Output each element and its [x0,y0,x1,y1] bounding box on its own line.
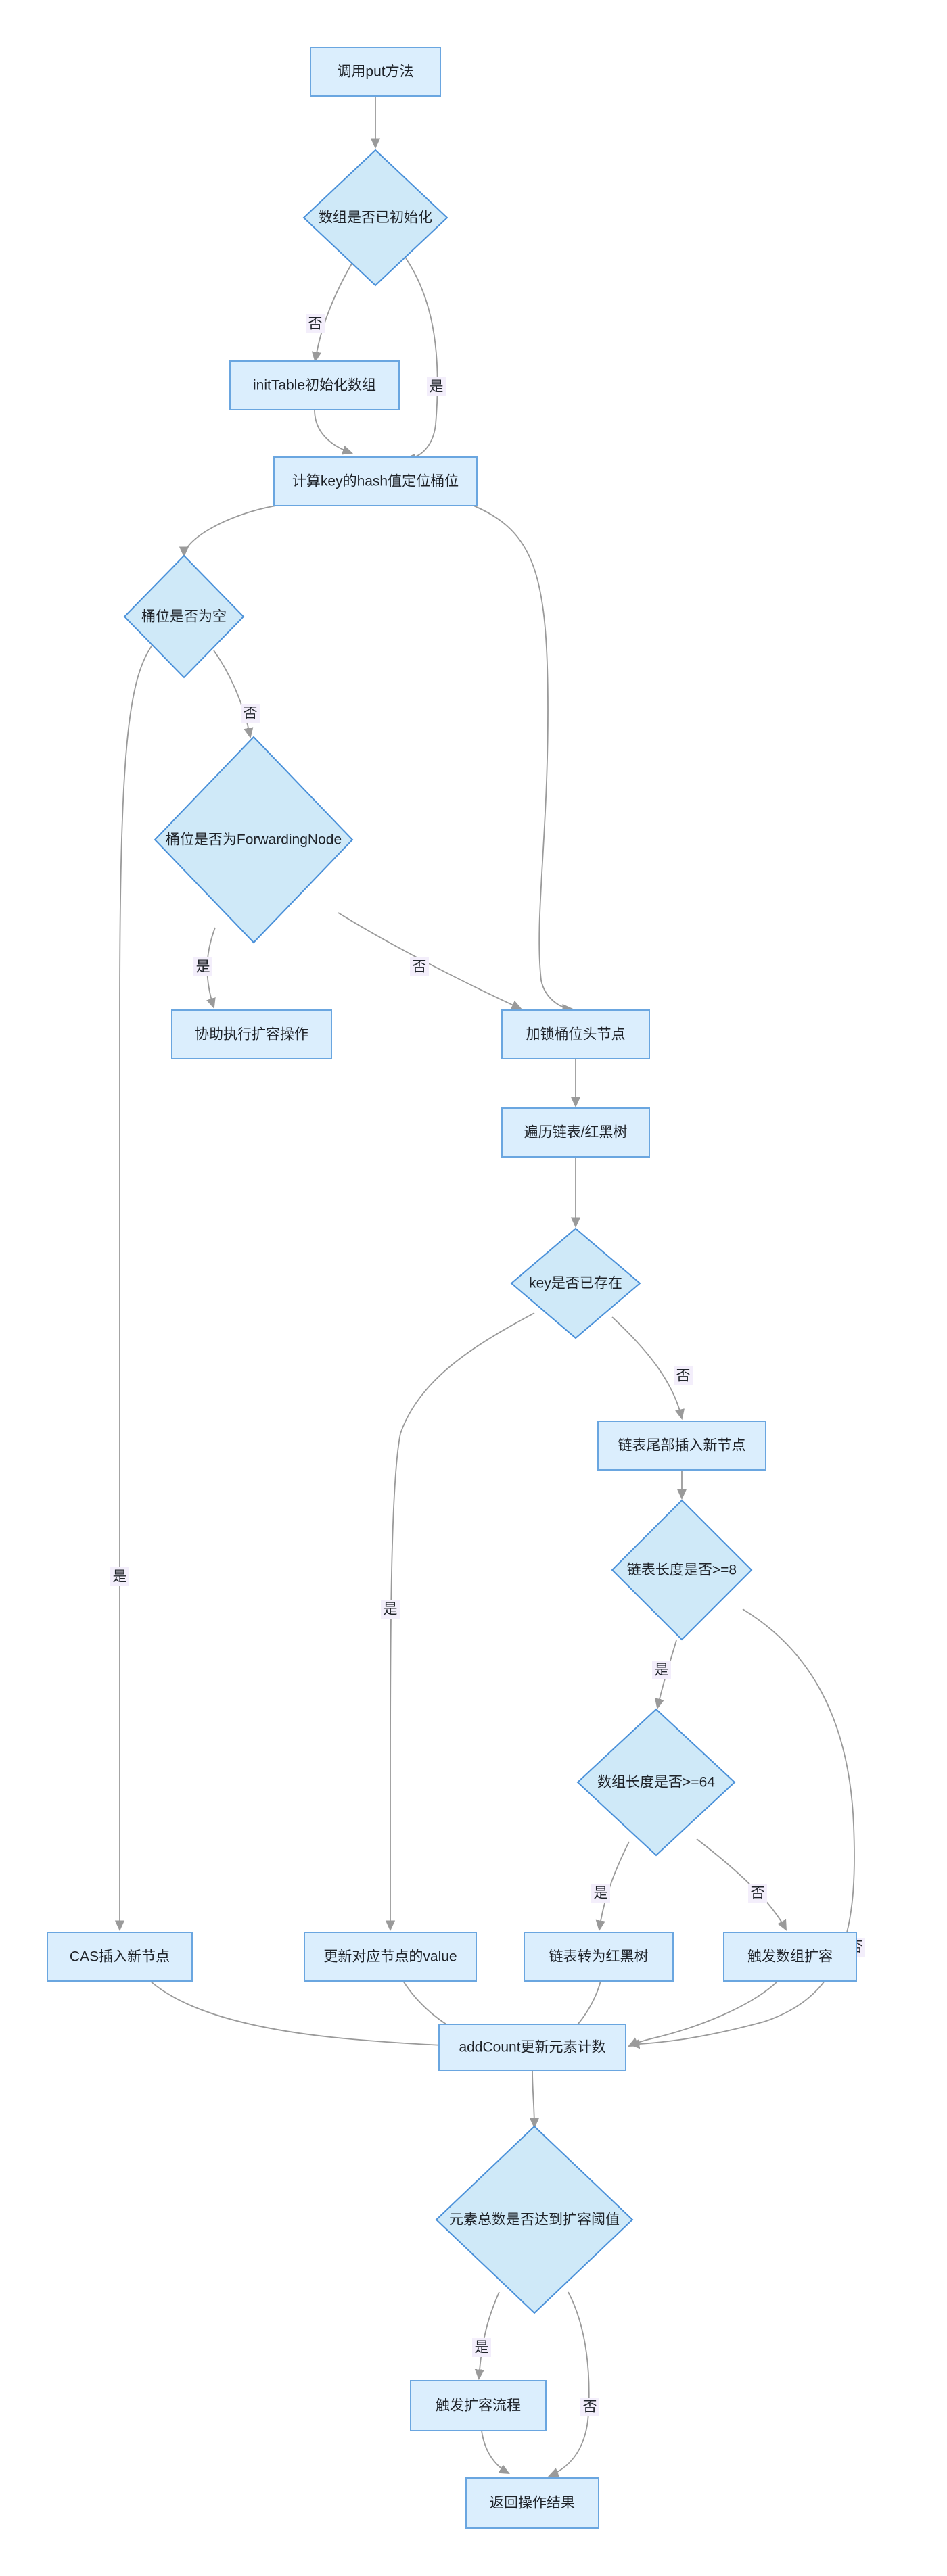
flow-edge [549,2291,590,2476]
flow-node-n11[interactable]: 链表尾部插入新节点 [597,1421,766,1471]
process-box[interactable] [723,1932,857,1982]
edge-label: 是 [110,1567,129,1586]
process-box[interactable] [310,47,441,97]
edge-label-background [306,314,325,333]
flow-node-n6[interactable]: 桶位是否为ForwardingNode [154,736,354,944]
edge-label: 是 [652,1661,671,1679]
edge-label: 否 [580,2398,599,2416]
edge-label-background [410,957,429,976]
flow-edge [630,1608,855,2045]
process-box[interactable] [47,1932,193,1982]
flow-edge [120,642,155,1930]
decision-diamond[interactable] [611,1499,753,1641]
flow-node-n19[interactable]: 元素总数是否达到扩容阈值 [435,2125,634,2314]
process-box[interactable] [229,360,400,410]
flow-edge [696,1838,786,1930]
flow-node-n18[interactable]: addCount更新元素计数 [438,2024,626,2071]
decision-diamond[interactable] [510,1227,641,1339]
edge-label: 否 [306,314,325,333]
flow-edge [338,912,521,1009]
process-box[interactable] [501,1009,650,1059]
flow-node-n17[interactable]: 触发数组扩容 [723,1932,857,1982]
flow-edge [532,2070,534,2127]
process-box[interactable] [597,1421,766,1471]
edge-label-background [591,1884,610,1903]
edge-label: 是 [381,1600,400,1619]
flow-edge [315,263,352,361]
edge-label: 是 [193,957,212,976]
edge-label: 否 [748,1884,767,1903]
flow-edge [473,505,572,1009]
process-box[interactable] [273,456,478,506]
edge-label: 否 [410,957,429,976]
flow-edge [611,1316,682,1418]
flow-edge [481,2430,509,2473]
edge-label-background [110,1567,129,1586]
process-box[interactable] [171,1009,332,1059]
flow-edge [213,650,250,737]
process-box[interactable] [438,2024,626,2071]
flow-node-n5[interactable]: 桶位是否为空 [123,554,245,679]
edge-label: 否 [674,1366,693,1385]
flow-node-n20[interactable]: 触发扩容流程 [410,2380,547,2431]
process-box[interactable] [501,1107,650,1158]
flow-node-n4[interactable]: 计算key的hash值定位桶位 [273,456,478,506]
edge-label-background [193,957,212,976]
edge-label-background [472,2338,491,2357]
flow-node-n1[interactable]: 调用put方法 [310,47,441,97]
edge-label: 否 [241,704,260,723]
edge-label-background [427,377,446,396]
flow-node-n16[interactable]: 链表转为红黑树 [524,1932,674,1982]
flow-node-n3[interactable]: initTable初始化数组 [229,360,400,410]
flow-node-n12[interactable]: 链表长度是否>=8 [611,1499,753,1641]
process-box[interactable] [524,1932,674,1982]
edge-label-background [652,1661,671,1679]
edge-label: 是 [591,1884,610,1903]
edge-label-background [674,1366,693,1385]
process-box[interactable] [465,2477,599,2529]
flow-edge [390,1312,535,1930]
flow-node-n13[interactable]: 数组长度是否>=64 [576,1708,736,1857]
flow-node-n10[interactable]: key是否已存在 [510,1227,641,1339]
edge-label-background [241,704,260,723]
flow-edge [406,258,438,458]
flow-node-n7[interactable]: 协助执行扩容操作 [171,1009,332,1059]
decision-diamond[interactable] [154,736,354,944]
edge-label-background [580,2398,599,2416]
decision-diamond[interactable] [435,2125,634,2314]
flow-edge [629,1980,779,2046]
flow-edge [314,409,352,453]
process-box[interactable] [304,1932,477,1982]
edge-label-background [381,1600,400,1619]
flow-node-n14[interactable]: CAS插入新节点 [47,1932,193,1982]
flow-edge [184,505,277,556]
flow-edge [479,2291,500,2379]
edge-label-background [748,1884,767,1903]
flow-node-n21[interactable]: 返回操作结果 [465,2477,599,2529]
flow-node-n2[interactable]: 数组是否已初始化 [302,149,448,287]
flow-node-n8[interactable]: 加锁桶位头节点 [501,1009,650,1059]
flow-node-n15[interactable]: 更新对应节点的value [304,1932,477,1982]
edge-label: 是 [472,2338,491,2357]
process-box[interactable] [410,2380,547,2431]
edges-layer [120,96,855,2476]
decision-diamond[interactable] [576,1708,736,1857]
decision-diamond[interactable] [123,554,245,679]
edge-label: 是 [427,377,446,396]
flow-node-n9[interactable]: 遍历链表/红黑树 [501,1107,650,1158]
decision-diamond[interactable] [302,149,448,287]
